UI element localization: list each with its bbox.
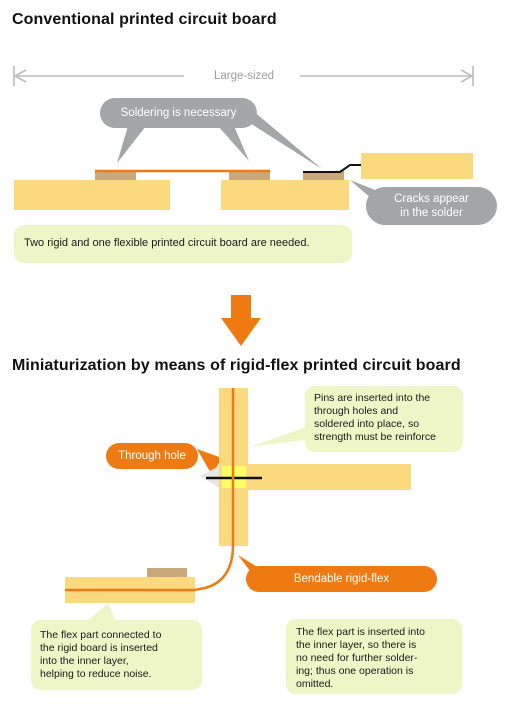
solder-pad-middle <box>229 171 270 180</box>
noise-reduction-note: The flex part connected to the rigid boa… <box>31 620 202 690</box>
soldering-note-line: the inner layer, so there is <box>296 639 417 651</box>
soldering-note-line: ing; thus one operation is <box>296 665 414 677</box>
noise-note-line: helping to reduce noise. <box>40 668 152 680</box>
noise-note-line: the rigid board is inserted <box>40 642 158 654</box>
rigid-flex-trace <box>66 388 235 592</box>
size-label: Large-sized <box>213 70 275 82</box>
conventional-heading: Conventional printed circuit board <box>12 11 277 28</box>
rigid-board-right <box>361 153 473 179</box>
noise-note-line: The flex part connected to <box>40 629 162 641</box>
pins-note: Pins are inserted into the through holes… <box>305 386 463 452</box>
cracks-bubble: Cracks appear in the solder <box>366 187 497 225</box>
horizontal-rigid-board <box>248 464 411 490</box>
soldering-note-line: no need for further solder- <box>296 652 418 664</box>
conventional-note: Two rigid and one flexible printed circu… <box>14 225 352 263</box>
soldering-right-tail <box>242 110 322 169</box>
pins-note-line: soldered into place, so <box>314 418 420 430</box>
component-pad <box>147 568 187 577</box>
solder-pad-right <box>303 171 344 180</box>
pins-note-line: Pins are inserted into the <box>314 392 431 404</box>
flex-cable-cracked <box>303 164 361 173</box>
soldering-note-line: The flex part is inserted into <box>296 626 425 638</box>
size-dimension-line <box>13 66 474 86</box>
left-note-tail <box>86 603 116 622</box>
soldering-bubble: Soldering is necessary <box>100 98 257 128</box>
cracks-bubble-line: Cracks appear <box>394 193 469 205</box>
soldering-bubble-tail <box>117 126 249 163</box>
bendable-bubble: Bendable rigid-flex <box>246 566 437 592</box>
pins-note-line: through holes and <box>314 405 399 417</box>
soldering-note-line: omitted. <box>296 678 334 690</box>
no-soldering-note: The flex part is inserted into the inner… <box>286 619 462 694</box>
through-hole-bubble: Through hole <box>106 443 198 469</box>
solder-pad-left <box>95 171 136 180</box>
down-arrow-icon <box>221 295 261 346</box>
rigid-board-left <box>14 180 170 210</box>
rigid-board-middle <box>221 180 349 210</box>
cracks-bubble-line: in the solder <box>400 207 463 219</box>
pins-note-line: strength must be reinforce <box>314 431 436 443</box>
noise-note-line: into the inner layer, <box>40 655 129 667</box>
rigid-flex-heading: Miniaturization by means of rigid-flex p… <box>12 357 461 374</box>
